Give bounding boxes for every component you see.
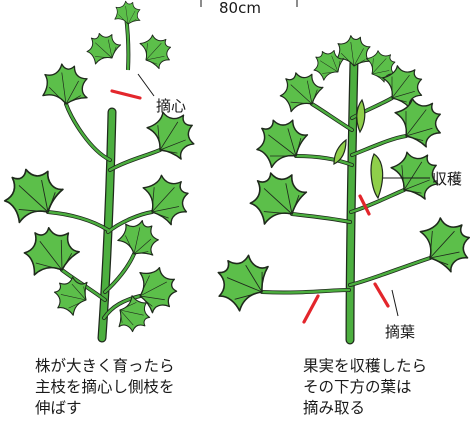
- right-caption-line-1: 果実を収穫したら: [303, 356, 427, 377]
- left-caption-line-1: 株が大きく育ったら: [35, 356, 175, 377]
- leaf-removal-cut-mark: [375, 284, 388, 306]
- height-label: 80cm: [219, 0, 261, 18]
- left-caption-line-2: 主枝を摘心し側枝を: [35, 377, 175, 398]
- left-caption-line-3: 伸ばす: [35, 398, 82, 419]
- okra-pod: [371, 154, 383, 198]
- right-caption-line-3: 摘み取る: [303, 398, 365, 419]
- pinch-cut-mark: [112, 91, 140, 98]
- right-caption-line-2: その下方の葉は: [303, 377, 412, 398]
- leaf-leader-line: [392, 290, 398, 316]
- okra-pod: [357, 100, 365, 132]
- leaf-removal-label: 摘葉: [385, 322, 415, 342]
- pinch-label: 摘心: [156, 96, 186, 116]
- pinch-leader-line: [138, 74, 154, 96]
- leaf-removal-cut-mark: [304, 296, 318, 322]
- left-plant: [0, 1, 204, 338]
- harvest-label: 収穫: [432, 169, 462, 189]
